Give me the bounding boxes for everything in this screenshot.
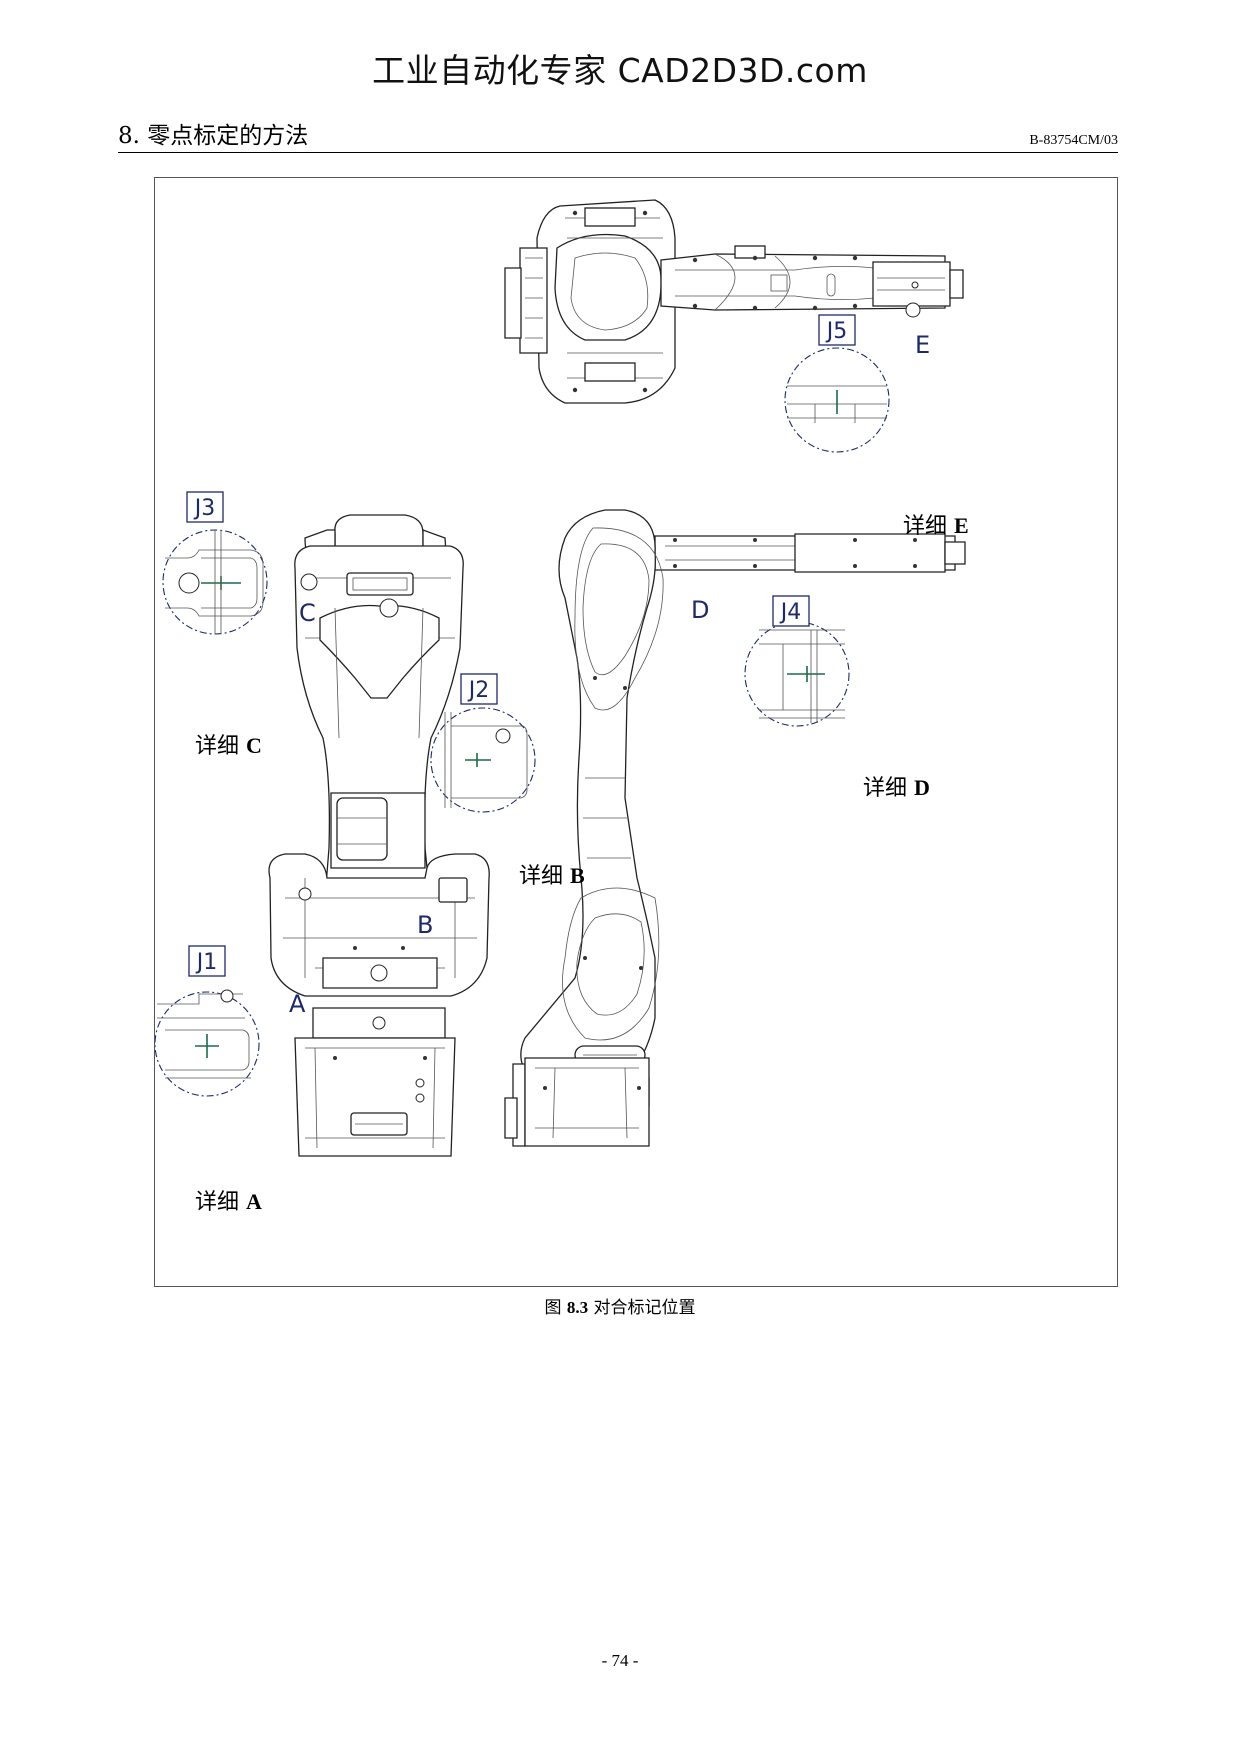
figure-caption-prefix: 图 — [544, 1298, 562, 1318]
side-view-robot — [504, 509, 966, 1147]
top-view-robot — [504, 199, 964, 404]
position-letter-c: C — [299, 599, 316, 627]
detail-caption-a: 详细 A — [195, 1189, 262, 1215]
section-title: 8. 零点标定的方法 — [118, 123, 309, 149]
position-letter-a: A — [289, 990, 306, 1018]
front-view-robot — [268, 514, 490, 1157]
figure-caption-text: 对合标记位置 — [593, 1298, 696, 1318]
figure-number: 8.3 — [566, 1298, 589, 1317]
axis-label-j2: J2 — [460, 673, 498, 705]
axis-label-j2-text: J2 — [467, 678, 490, 703]
detail-a-circle — [155, 989, 260, 1097]
detail-caption-e: 详细 E — [903, 513, 969, 539]
position-letter-b: B — [417, 911, 433, 939]
detail-caption-b: 详细 B — [519, 863, 585, 889]
figure-caption: 图 8.3 对合标记位置 — [0, 1293, 1240, 1318]
position-letter-d: D — [691, 596, 709, 624]
axis-label-j5: J5 — [818, 314, 856, 346]
detail-c-circle — [162, 529, 268, 635]
axis-label-j4: J4 — [772, 595, 810, 627]
detail-caption-d: 详细 D — [863, 775, 930, 801]
page-header: 8. 零点标定的方法 B-83754CM/03 — [118, 122, 1118, 153]
position-letter-e: E — [915, 331, 930, 359]
figure-frame: J5 J3 J2 J4 J1 E C D B A 详细 E 详细 C 详细 D — [154, 177, 1118, 1287]
detail-b-circle — [430, 707, 536, 813]
document-code: B-83754CM/03 — [1029, 133, 1118, 148]
detail-d-circle — [744, 621, 850, 727]
axis-label-j1-text: J1 — [195, 950, 218, 975]
detail-caption-c: 详细 C — [195, 733, 262, 759]
axis-label-j3: J3 — [186, 491, 224, 523]
detail-e-circle — [784, 347, 890, 453]
axis-label-j3-text: J3 — [193, 496, 216, 521]
watermark-text: 工业自动化专家 CAD2D3D.com — [372, 51, 868, 90]
page-number: - 74 - — [601, 1651, 639, 1670]
axis-label-j1: J1 — [188, 945, 226, 977]
robot-drawing: J5 J3 J2 J4 J1 E C D B A — [155, 199, 966, 1157]
axis-label-j4-text: J4 — [779, 600, 802, 625]
axis-label-j5-text: J5 — [825, 319, 848, 344]
